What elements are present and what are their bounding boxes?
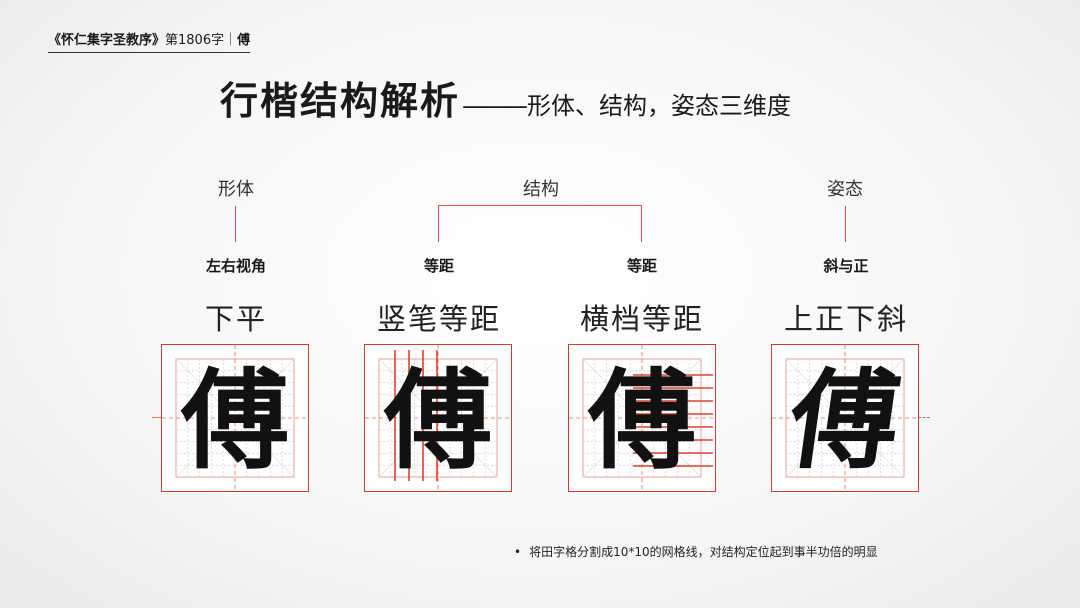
grid-box-2: 傅 [364,344,512,492]
calligraphy-character: 傅 [383,358,492,484]
panel-label-2: 等距 [423,257,454,275]
page-header: 《怀仁集字圣教序》第1806字｜傅 [48,29,251,53]
calligraphy-character: 傅 [781,356,908,483]
category-posture: 姿态 [827,179,863,200]
panel-phrase-3: 横档等距 [579,302,704,336]
bullet-icon: • [514,545,522,559]
footnote: • 将田字格分割成10*10的网格线，对结构定位起到事半功倍的明显 [514,543,878,560]
connector-structure-bar [438,205,642,206]
calligraphy-character: 傅 [180,358,289,484]
page-title: 行楷结构解析———形体、结构，姿态三维度 [220,70,791,125]
title-main: 行楷结构解析 [220,78,461,123]
grid-box-3: 傅 [568,344,716,492]
category-structure: 结构 [523,179,559,200]
panel-label-3: 等距 [626,257,657,275]
category-form: 形体 [218,179,254,200]
grid-svg: 傅 [569,345,715,491]
footnote-text: 将田字格分割成10*10的网格线，对结构定位起到事半功倍的明显 [529,545,878,559]
grid-svg: 傅 [162,345,308,491]
guide-extension-right [918,417,930,419]
panel-phrase-2: 竖笔等距 [376,302,501,336]
grid-svg: 傅 [772,345,918,491]
connector-structure-left [438,205,439,242]
connector-form [235,206,236,242]
panel-label-1: 左右视角 [205,257,266,275]
panel-phrase-1: 下平 [204,302,267,336]
header-separator: ｜ [224,33,238,48]
panel-phrase-4: 上正下斜 [783,302,908,336]
title-dash: ——— [462,92,528,120]
guide-extension-left [152,417,162,419]
connector-structure-right [641,205,642,242]
panel-label-4: 斜与正 [823,257,869,275]
title-sub: 形体、结构，姿态三维度 [527,92,792,120]
connector-posture [845,206,846,242]
grid-box-4: 傅 [771,344,919,492]
calligraphy-character: 傅 [587,358,696,484]
char-number: 第1806字 [165,33,225,48]
grid-box-1: 傅 [161,344,309,492]
grid-svg: 傅 [365,345,511,491]
header-char: 傅 [237,33,251,48]
book-title: 《怀仁集字圣教序》 [48,33,166,48]
